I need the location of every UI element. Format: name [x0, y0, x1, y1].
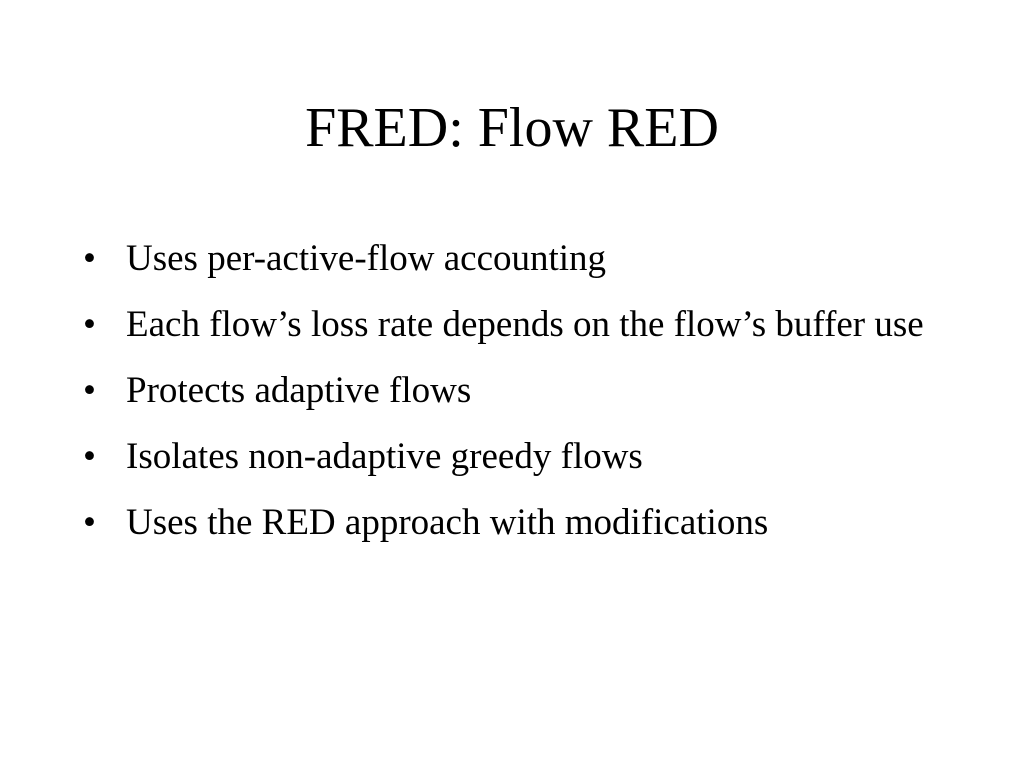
bullet-marker: •	[83, 370, 96, 411]
bullet-item: • Protects adaptive flows	[83, 365, 943, 417]
bullet-item: • Uses the RED approach with modificatio…	[83, 497, 943, 549]
bullet-item: • Uses per-active-flow accounting	[83, 233, 943, 285]
bullet-marker: •	[83, 502, 96, 543]
bullet-text: Protects adaptive flows	[126, 370, 472, 411]
bullet-text: Uses per-active-flow accounting	[126, 238, 607, 279]
bullet-text: Each flow’s loss rate depends on the flo…	[126, 304, 924, 345]
bullet-marker: •	[83, 238, 96, 279]
bullet-marker: •	[83, 436, 96, 477]
bullet-text: Uses the RED approach with modifications	[126, 502, 769, 543]
bullet-text: Isolates non-adaptive greedy flows	[126, 436, 643, 477]
bullet-item: • Isolates non-adaptive greedy flows	[83, 431, 943, 483]
bullet-item: • Each flow’s loss rate depends on the f…	[83, 299, 943, 351]
bullet-marker: •	[83, 304, 96, 345]
slide-title: FRED: Flow RED	[305, 97, 719, 159]
bullet-list: • Uses per-active-flow accounting • Each…	[83, 233, 943, 563]
